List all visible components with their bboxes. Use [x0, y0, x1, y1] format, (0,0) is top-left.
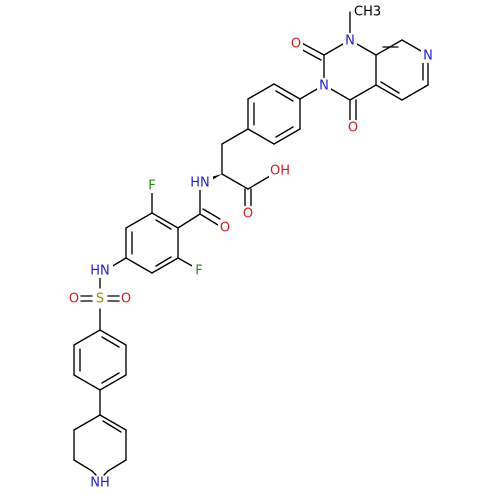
atom-o-c4-label: O: [348, 121, 358, 136]
bond-pyridine-double-3: [380, 81, 400, 94]
bond-ph2-e: [151, 257, 179, 274]
bond-camide-aryl: [177, 213, 201, 229]
bond-ph1-a: [273, 83, 301, 100]
bonds: [73, 11, 429, 472]
bond-thp-n-right: [103, 470, 109, 476]
bond-thp-a: [99, 414, 127, 431]
bond-ph-ch2: [221, 128, 249, 145]
bond-ph1-e: [273, 128, 301, 145]
bond-ph2-double-3: [155, 256, 172, 267]
atom-oh-label: OH: [270, 164, 290, 179]
bond-thp-c: [107, 459, 127, 472]
bond-ph3-c: [99, 374, 127, 391]
atom-nh-sulfonamide-label: HN: [90, 264, 110, 279]
bond-c6-c5: [401, 84, 429, 101]
atom-nh-piperidine-label: NH: [90, 476, 110, 491]
bond-ph3-f: [73, 329, 101, 346]
bond-ph3-double-2: [101, 372, 120, 384]
atom-o-sulfonyl-right-label: O: [121, 292, 131, 307]
atom-o-amide-label: O: [220, 221, 230, 236]
bond-ph1-d: [247, 128, 275, 145]
bond-thp-a-double: [102, 420, 122, 433]
bond-ph2-d: [125, 257, 153, 274]
bond-ph3-a: [99, 329, 127, 346]
bond-ph1-double-3: [275, 126, 294, 138]
bond-thp-f: [73, 414, 101, 431]
atom-nh-amide-label: HN: [190, 176, 210, 191]
atom-f-bottom-label: F: [195, 264, 202, 279]
bond-camide-o-double: [202, 208, 221, 220]
atom-n3-label: N: [319, 79, 329, 94]
methyl-label: CH3: [354, 5, 381, 20]
bond-calpha-cacid: [221, 173, 249, 190]
atom-o-c2-label: O: [291, 37, 301, 52]
bond-thp-d: [73, 459, 93, 472]
bond-ph2-f-bottom: [177, 257, 195, 268]
bond-ph1-b: [247, 83, 275, 100]
bond-ph2-b: [125, 212, 153, 229]
bond-ph2-a: [151, 212, 179, 229]
atom-n7-label: N: [423, 49, 433, 64]
bond-ph3-d: [73, 374, 101, 391]
bond-cacid-oh: [247, 175, 271, 190]
atom-o-acid-label: O: [243, 207, 253, 222]
atom-o-sulfonyl-left-label: O: [69, 292, 79, 307]
bond-c4a-c4: [349, 84, 377, 101]
atom-s-label: S: [96, 292, 104, 307]
bond-camide-o: [199, 213, 219, 226]
bond-c5-c4a: [375, 84, 403, 101]
bond-thp-n-left: [91, 470, 97, 476]
bond-ph1-double-1: [275, 90, 294, 102]
bond-ph3-double-1: [101, 336, 120, 348]
atom-f-top-label: F: [148, 179, 155, 194]
atom-n1-label: N: [345, 34, 355, 49]
bond-ph2-double-1: [155, 219, 172, 230]
atom-labels: N CH3 O N N O HN OH O F O F HN O S O: [69, 4, 435, 491]
